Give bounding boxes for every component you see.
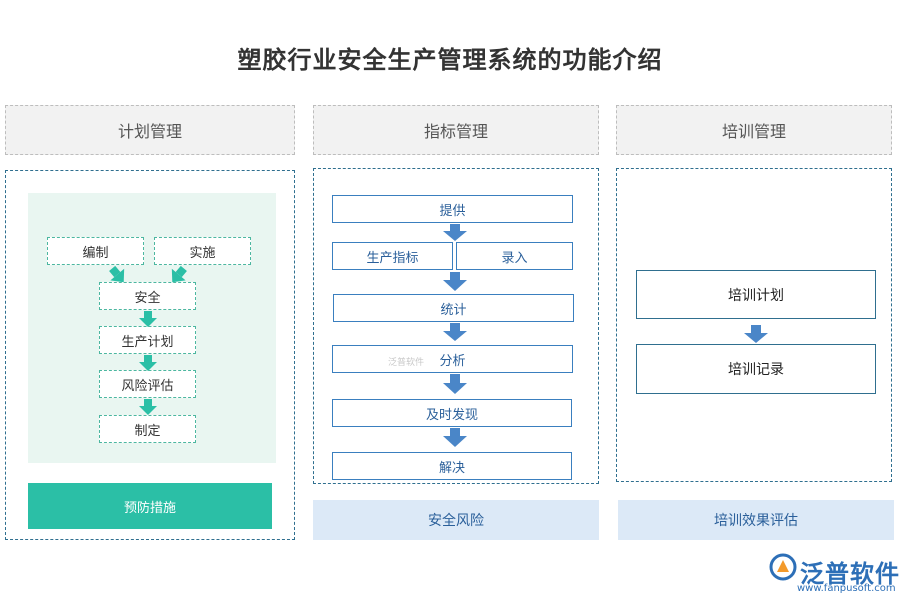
training-footer-effect-evaluation: 培训效果评估	[618, 500, 894, 540]
logo-name: 泛普软件	[800, 560, 900, 588]
indicator-step-timely-discovery: 及时发现	[332, 399, 572, 427]
header-plan-management: 计划管理	[5, 105, 295, 155]
plan-step-formulate: 制定	[99, 415, 196, 443]
plan-footer-prevention-measures: 预防措施	[28, 483, 272, 529]
plan-step-safety: 安全	[99, 282, 196, 310]
indicator-frame	[313, 168, 599, 484]
plan-step-risk-assessment: 风险评估	[99, 370, 196, 398]
training-frame	[616, 168, 892, 482]
indicator-step-resolve: 解决	[332, 452, 572, 480]
arrow-down-icon	[744, 325, 768, 343]
indicator-step-input: 录入	[456, 242, 573, 270]
indicator-step-production-indicator: 生产指标	[332, 242, 453, 270]
plan-step-compile: 编制	[47, 237, 144, 265]
arrow-down-right-icon	[109, 265, 125, 283]
indicator-step-analysis: 分析	[332, 345, 573, 373]
plan-step-implement: 实施	[154, 237, 251, 265]
training-step-plan: 培训计划	[636, 270, 876, 319]
training-step-record: 培训记录	[636, 344, 876, 394]
watermark-logo: 泛普软件	[388, 358, 425, 368]
plan-frame	[5, 170, 295, 540]
arrow-down-icon	[443, 272, 467, 291]
header-indicator-management: 指标管理	[313, 105, 599, 155]
arrow-down-icon	[443, 374, 467, 394]
fanpu-logo-icon	[769, 553, 797, 581]
indicator-step-statistics: 统计	[333, 294, 574, 322]
plan-flow-arrows	[109, 265, 187, 415]
arrow-down-icon	[443, 323, 467, 341]
indicator-flow-arrows	[443, 224, 467, 447]
plan-step-production-plan: 生产计划	[99, 326, 196, 354]
arrow-down-left-icon	[171, 265, 187, 283]
arrow-down-icon	[139, 311, 157, 327]
arrow-down-icon	[139, 399, 157, 415]
training-flow-arrows	[744, 325, 768, 343]
indicator-step-provide: 提供	[332, 195, 573, 223]
logo-url: www.fanpusoft.com	[797, 583, 896, 594]
arrow-down-icon	[139, 355, 157, 371]
page-title: 塑胶行业安全生产管理系统的功能介绍	[237, 46, 663, 74]
arrow-down-icon	[443, 224, 467, 241]
header-training-management: 培训管理	[616, 105, 892, 155]
indicator-footer-safety-risk: 安全风险	[313, 500, 599, 540]
arrow-down-icon	[443, 428, 467, 447]
